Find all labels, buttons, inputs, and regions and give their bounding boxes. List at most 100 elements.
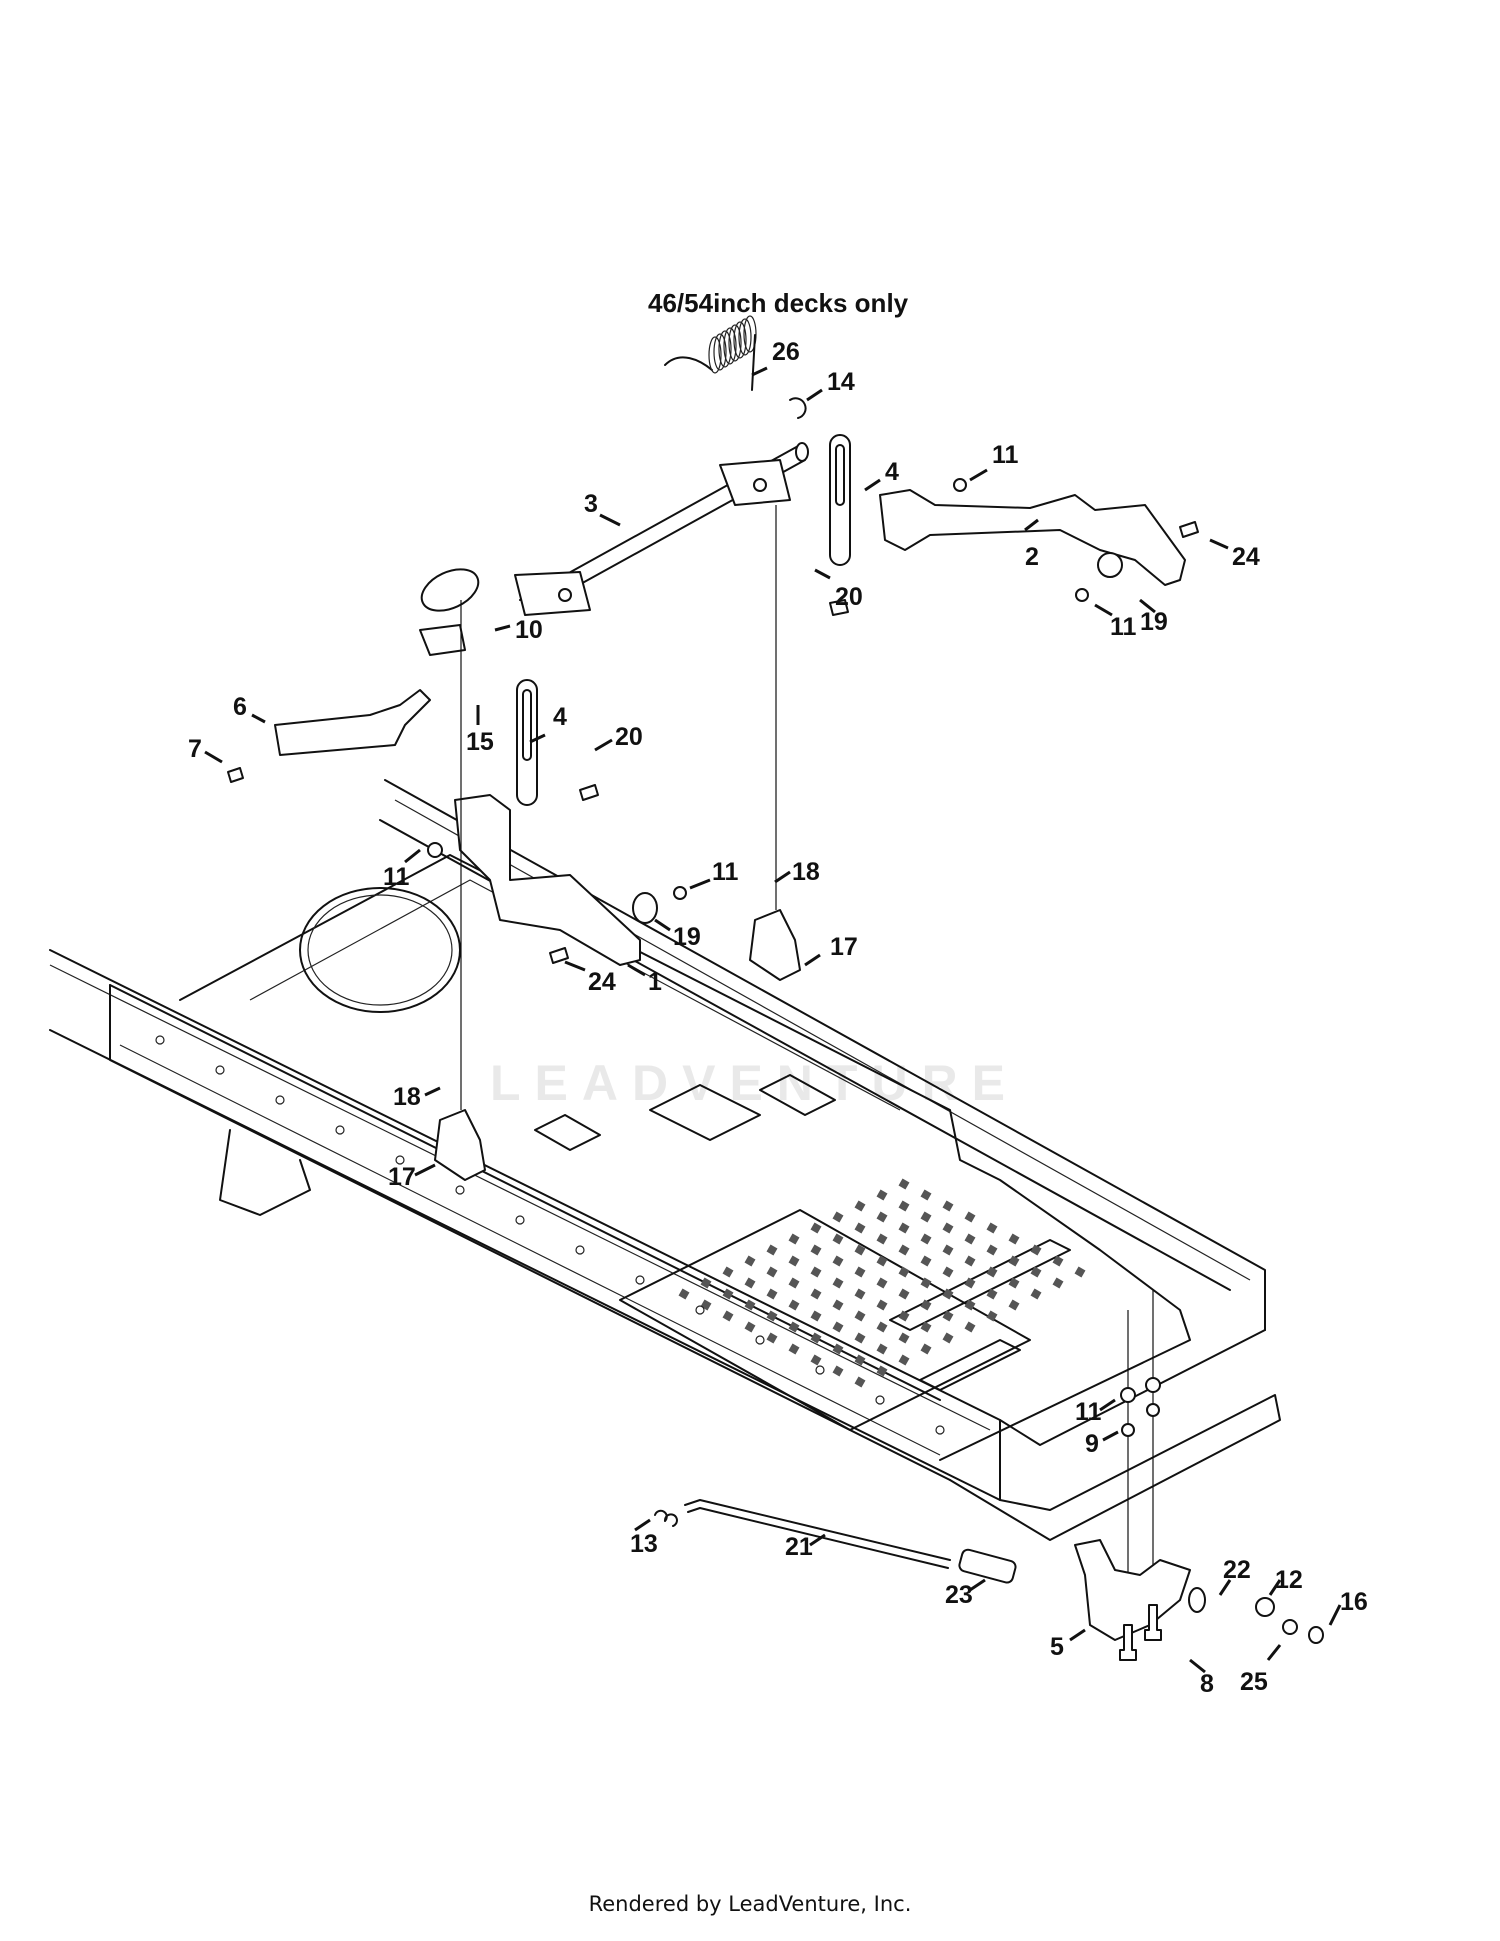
callout-11-arm: 11 bbox=[1110, 613, 1137, 641]
callout-16: 16 bbox=[1340, 1588, 1368, 1616]
callout-20-lower: 20 bbox=[615, 723, 643, 751]
callout-11-upper: 11 bbox=[992, 441, 1019, 469]
callout-10: 10 bbox=[515, 616, 543, 644]
tread-diamond bbox=[766, 1266, 778, 1278]
rail-hole bbox=[515, 1215, 525, 1225]
tread-diamond bbox=[854, 1266, 866, 1278]
rail-hole bbox=[455, 1185, 465, 1195]
spring-coil bbox=[713, 333, 727, 371]
tread-diamond bbox=[876, 1365, 888, 1377]
tread-diamond bbox=[744, 1321, 756, 1333]
callout-20-upper: 20 bbox=[835, 583, 863, 611]
rail-hole bbox=[155, 1035, 165, 1045]
tread-diamond bbox=[766, 1332, 778, 1344]
callout-4-lower: 4 bbox=[553, 703, 567, 731]
spring-coil bbox=[728, 324, 742, 362]
tread-diamond bbox=[876, 1255, 888, 1267]
link-part-4-lower bbox=[516, 679, 538, 806]
tread-diamond bbox=[876, 1321, 888, 1333]
tread-diamond bbox=[788, 1277, 800, 1289]
tread-diamond bbox=[766, 1244, 778, 1256]
guide-bracket-part-17-lower bbox=[434, 1109, 486, 1181]
tread-diamond bbox=[1008, 1255, 1020, 1267]
tread-diamond bbox=[810, 1354, 822, 1366]
callout-24-lower: 24 bbox=[588, 968, 616, 996]
callout-24-upper: 24 bbox=[1232, 543, 1260, 571]
tread-diamond bbox=[832, 1211, 844, 1223]
spring-coil bbox=[723, 327, 737, 365]
rail-hole bbox=[575, 1245, 585, 1255]
tread-diamond bbox=[964, 1321, 976, 1333]
spring-coil bbox=[733, 321, 747, 359]
rail-hole bbox=[275, 1095, 285, 1105]
tread-diamond bbox=[810, 1310, 822, 1322]
tread-diamond bbox=[986, 1244, 998, 1256]
callout-25: 25 bbox=[1240, 1668, 1268, 1696]
tread-diamond bbox=[678, 1288, 690, 1300]
callout-6: 6 bbox=[233, 693, 247, 721]
tread-diamond bbox=[986, 1288, 998, 1300]
tread-diamond bbox=[920, 1255, 932, 1267]
tread-diamond bbox=[854, 1222, 866, 1234]
tread-diamond bbox=[854, 1288, 866, 1300]
rail-hole bbox=[635, 1275, 645, 1285]
callout-11-lower: 11 bbox=[1075, 1398, 1102, 1426]
tread-diamond bbox=[898, 1288, 910, 1300]
chassis-frame bbox=[49, 779, 1281, 1541]
tread-diamond bbox=[942, 1222, 954, 1234]
tread-diamond bbox=[986, 1310, 998, 1322]
tread-diamond bbox=[788, 1233, 800, 1245]
guide-bracket-part-17 bbox=[749, 909, 801, 981]
rail-hole bbox=[935, 1425, 945, 1435]
tread-diamond bbox=[832, 1365, 844, 1377]
tread-diamond bbox=[964, 1277, 976, 1289]
tread-diamond bbox=[854, 1376, 866, 1388]
nut-part-25 bbox=[1282, 1619, 1298, 1635]
callout-3: 3 bbox=[584, 490, 598, 518]
washer-part-9 bbox=[1121, 1423, 1135, 1437]
tread-diamond bbox=[832, 1321, 844, 1333]
tread-diamond bbox=[744, 1277, 756, 1289]
spacer-part-23 bbox=[958, 1548, 1017, 1584]
lift-arm-part-2 bbox=[879, 489, 1186, 586]
tread-diamond bbox=[1074, 1266, 1086, 1278]
floor-plate bbox=[619, 1209, 1031, 1431]
bracket-part-5 bbox=[1074, 1539, 1191, 1641]
tread-diamond bbox=[986, 1222, 998, 1234]
tread-diamond bbox=[920, 1321, 932, 1333]
tread-diamond bbox=[810, 1244, 822, 1256]
rod-part-21 bbox=[684, 1499, 951, 1561]
callout-14: 14 bbox=[827, 368, 855, 396]
tread-diamond bbox=[942, 1200, 954, 1212]
tread-diamond bbox=[964, 1255, 976, 1267]
tread-diamond bbox=[854, 1332, 866, 1344]
tread-diamond bbox=[810, 1332, 822, 1344]
tread-diamond bbox=[942, 1266, 954, 1278]
lift-shaft-part-3 bbox=[514, 442, 809, 616]
tread-diamond bbox=[898, 1332, 910, 1344]
tread-diamond bbox=[876, 1277, 888, 1289]
rail-hole bbox=[335, 1125, 345, 1135]
washer-part-22 bbox=[1188, 1587, 1206, 1613]
leader-lines bbox=[204, 366, 1342, 1674]
tread-diamond bbox=[766, 1310, 778, 1322]
tread-diamond bbox=[722, 1288, 734, 1300]
tread-diamond bbox=[854, 1200, 866, 1212]
tread-diamond bbox=[920, 1189, 932, 1201]
tread-diamond bbox=[1008, 1277, 1020, 1289]
callout-23: 23 bbox=[945, 1581, 973, 1609]
tread-diamond bbox=[1030, 1244, 1042, 1256]
tread-diamond bbox=[832, 1343, 844, 1355]
callout-9: 9 bbox=[1085, 1430, 1099, 1458]
callout-2: 2 bbox=[1025, 543, 1039, 571]
tread-diamond bbox=[766, 1288, 778, 1300]
callout-18-lower: 18 bbox=[393, 1083, 421, 1111]
rail-hole bbox=[815, 1365, 825, 1375]
tread-diamond bbox=[876, 1189, 888, 1201]
spring-coil bbox=[718, 330, 732, 368]
tread-diamond bbox=[942, 1288, 954, 1300]
callout-1: 1 bbox=[648, 968, 662, 996]
callout-11-left: 11 bbox=[383, 863, 410, 891]
callout-4-upper: 4 bbox=[885, 458, 899, 486]
